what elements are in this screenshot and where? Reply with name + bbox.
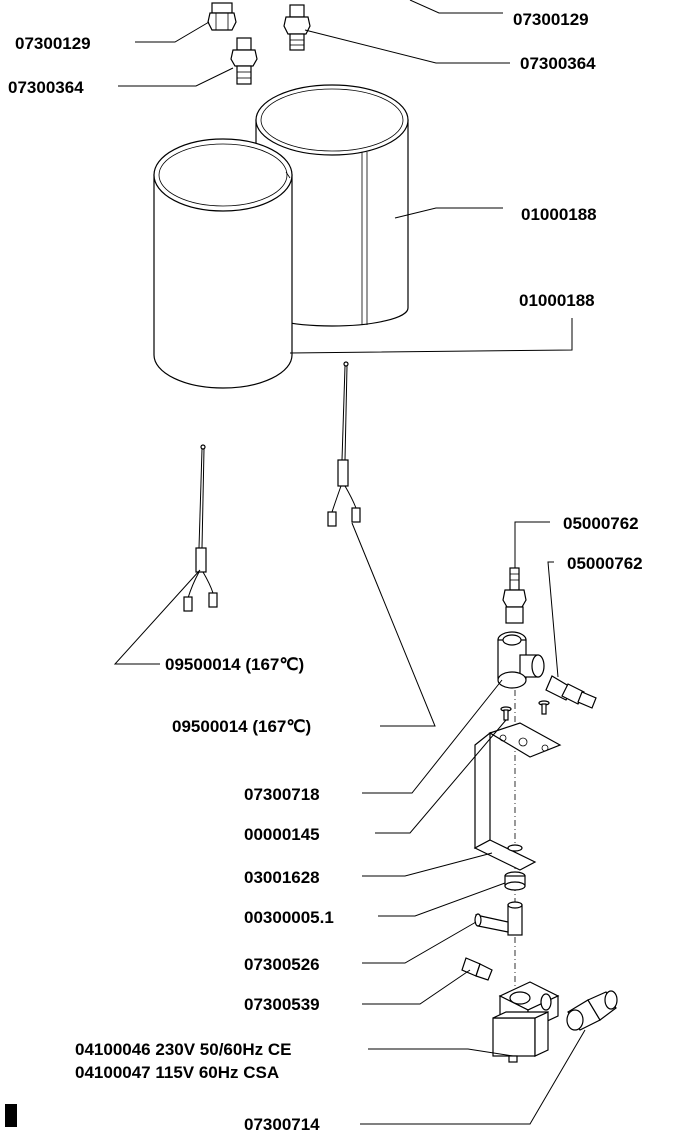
label-09500014-b: 09500014 (167℃) [172, 717, 311, 736]
fitting-07300364-left [230, 37, 258, 85]
marker-block [5, 1104, 17, 1127]
insulation-cylinder-back [255, 84, 409, 327]
label-07300364-left: 07300364 [8, 78, 84, 97]
temperature-sensor-right [327, 361, 361, 527]
label-00000145: 00000145 [244, 825, 320, 844]
label-07300129-left: 07300129 [15, 34, 91, 53]
label-00300005: 00300005.1 [244, 908, 334, 927]
label-09500014-a: 09500014 (167℃) [165, 655, 304, 674]
label-04100047: 04100047 115V 60Hz CSA [75, 1063, 279, 1082]
label-05000762-b: 05000762 [567, 554, 643, 573]
label-07300129-top-right: 07300129 [513, 10, 589, 29]
label-07300526: 07300526 [244, 955, 320, 974]
leader-lines [113, 0, 586, 1125]
label-07300718: 07300718 [244, 785, 320, 804]
label-01000188-back: 01000188 [521, 205, 597, 224]
screw-00000145-left [500, 706, 512, 721]
label-07300714: 07300714 [244, 1115, 320, 1133]
label-05000762-a: 05000762 [563, 514, 639, 533]
fitting-07300364-right [283, 4, 311, 51]
fitting-05000762-angled [545, 675, 597, 709]
temperature-sensor-left [183, 444, 218, 612]
insulation-cylinder-front [153, 138, 293, 389]
tee-fitting [497, 631, 545, 689]
mounting-bracket [473, 722, 562, 871]
label-07300364-right: 07300364 [520, 54, 596, 73]
fitting-07300129-left [207, 2, 237, 31]
label-01000188-front: 01000188 [519, 291, 595, 310]
fitting-07300539 [461, 957, 493, 981]
label-07300539: 07300539 [244, 995, 320, 1014]
screw-00000145-right [538, 700, 550, 715]
elbow-07300714 [566, 990, 618, 1031]
label-03001628: 03001628 [244, 868, 320, 887]
bushing-00300005 [504, 871, 526, 891]
solenoid-valve [492, 981, 560, 1063]
label-04100046: 04100046 230V 50/60Hz CE [75, 1040, 291, 1059]
elbow-07300526 [474, 901, 523, 936]
fitting-05000762-vertical [502, 567, 527, 624]
